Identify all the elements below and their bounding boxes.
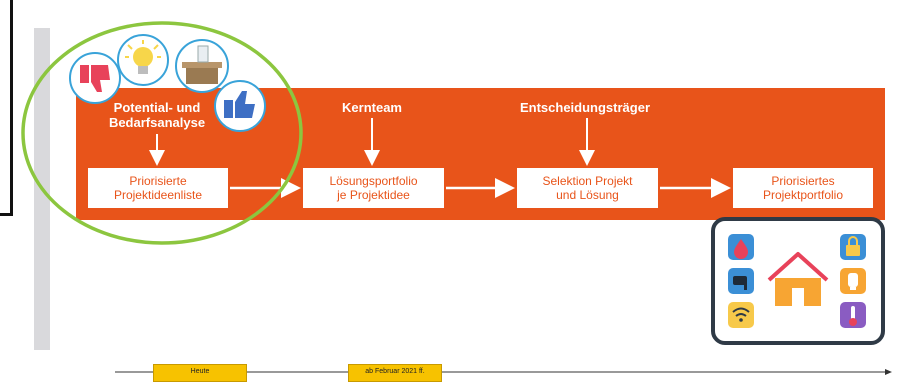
stage-4-box: Priorisiertes Projektportfolio bbox=[733, 168, 873, 208]
thermometer-icon bbox=[840, 302, 866, 328]
house-icon bbox=[767, 252, 829, 306]
thumbs-up-icon bbox=[214, 80, 266, 132]
stage-2-header: Kernteam bbox=[342, 100, 402, 115]
timeline-marker-today: Heute bbox=[153, 364, 247, 382]
stage-1-header: Potential- und Bedarfsanalyse bbox=[108, 100, 206, 130]
lock-icon bbox=[840, 234, 866, 260]
highlight-ellipse bbox=[21, 21, 303, 245]
left-frame-border bbox=[0, 0, 13, 216]
timeline-marker-february: ab Februar 2021 ff. bbox=[348, 364, 442, 382]
wifi-icon bbox=[728, 302, 754, 328]
stage-1-box: Priorisierte Projektideenliste bbox=[88, 168, 228, 208]
timeline-arrowhead bbox=[885, 369, 892, 375]
stage-3-header: Entscheidungsträger bbox=[519, 100, 651, 115]
lightbulb-icon bbox=[117, 34, 169, 86]
stage-2-box: Lösungsportfolio je Projektidee bbox=[303, 168, 444, 208]
ballot-box-icon bbox=[175, 39, 229, 93]
camera-icon bbox=[728, 268, 754, 294]
stage-3-box: Selektion Projekt und Lösung bbox=[517, 168, 658, 208]
bulb-icon bbox=[840, 268, 866, 294]
water-drop-icon bbox=[728, 234, 754, 260]
thumbs-down-icon bbox=[69, 52, 121, 104]
